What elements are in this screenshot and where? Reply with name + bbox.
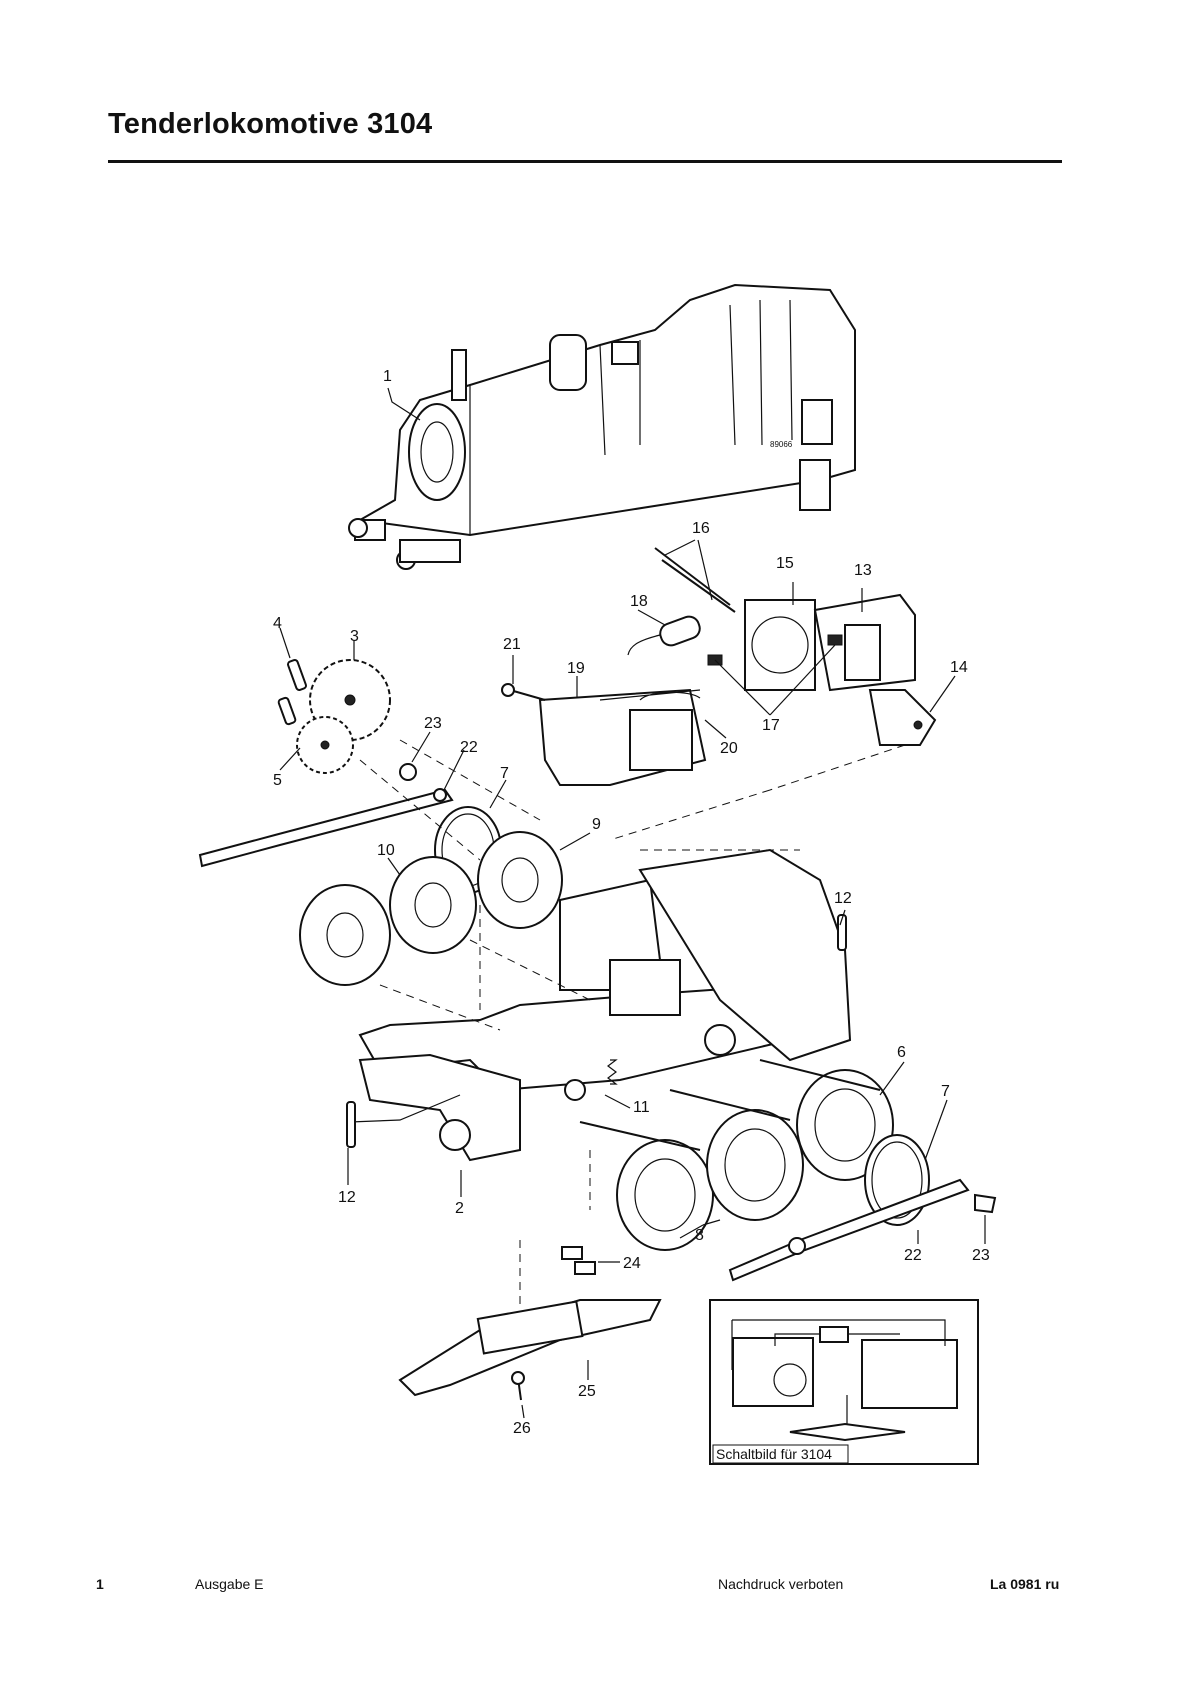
callout-3: 3 [350, 628, 359, 645]
callout-14: 14 [950, 659, 968, 676]
wiring-schematic: Schaltbild für 3104 [709, 1299, 979, 1465]
callout-5: 5 [273, 772, 282, 789]
page-title: Tenderlokomotive 3104 [108, 108, 433, 140]
callout-22-left: 22 [460, 739, 478, 756]
callout-1: 1 [383, 368, 392, 385]
locomotive-body: 89066 [348, 283, 856, 570]
callout-13: 13 [854, 562, 872, 579]
callout-19: 19 [567, 660, 585, 677]
callout-17: 17 [762, 717, 780, 734]
callout-11: 11 [633, 1099, 650, 1116]
assembly-guides [359, 739, 800, 1310]
callout-18: 18 [630, 593, 648, 610]
callout-4: 4 [273, 615, 282, 632]
coupling-rod-left [198, 763, 454, 868]
callout-10: 10 [377, 842, 395, 859]
callout-20: 20 [720, 740, 738, 757]
callout-7-right: 7 [941, 1083, 950, 1100]
callout-23-left: 23 [424, 715, 442, 732]
gear-set [277, 659, 391, 774]
callout-26: 26 [513, 1420, 531, 1437]
callout-8: 8 [695, 1227, 704, 1244]
body-marking: 89066 [770, 440, 793, 449]
footer-edition: Ausgabe E [195, 1576, 264, 1592]
callout-2: 2 [455, 1200, 464, 1217]
callout-22-right: 22 [904, 1247, 922, 1264]
rear-wheels [579, 1059, 930, 1251]
title-rule [108, 160, 1062, 163]
reversing-unit [501, 683, 707, 786]
callout-7-left: 7 [500, 765, 509, 782]
callout-23-right: 23 [972, 1247, 990, 1264]
callout-12-left: 12 [338, 1189, 356, 1206]
footer-document-code: La 0981 ru [990, 1576, 1060, 1592]
callout-15: 15 [776, 555, 794, 572]
sliding-shoe [398, 1246, 662, 1401]
schematic-caption: Schaltbild für 3104 [716, 1446, 832, 1462]
footer-reprint-notice: Nachdruck verboten [718, 1576, 844, 1592]
motor-assembly [609, 547, 937, 841]
callout-16: 16 [692, 520, 710, 537]
coupling-rod-right [728, 1178, 997, 1282]
callout-6: 6 [897, 1044, 906, 1061]
callout-12-right: 12 [834, 890, 852, 907]
callout-21: 21 [503, 636, 521, 653]
callouts: 1 16 15 13 18 14 4 3 21 19 17 20 23 22 5… [273, 368, 990, 1437]
callout-24: 24 [623, 1255, 641, 1272]
footer-page-number: 1 [96, 1576, 104, 1592]
leader-lines [279, 387, 986, 1419]
callout-25: 25 [578, 1383, 596, 1400]
chassis-frame [346, 848, 852, 1162]
callout-9: 9 [592, 816, 601, 833]
front-wheels [299, 806, 563, 986]
